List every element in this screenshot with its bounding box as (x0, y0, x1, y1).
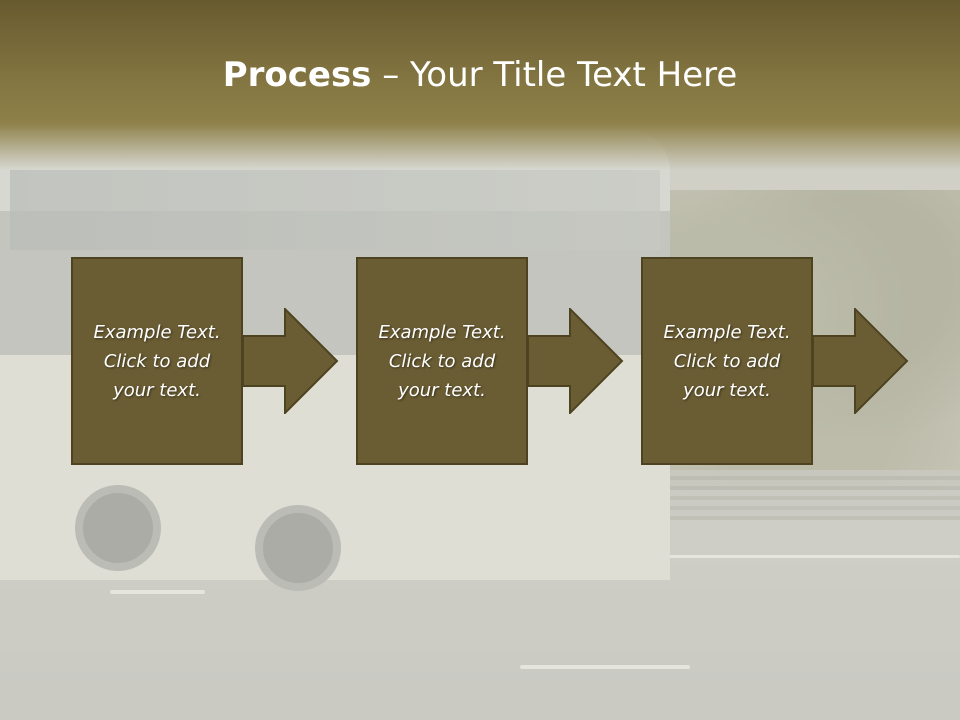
title-bold: Process (222, 55, 372, 95)
slide-title[interactable]: Process – Your Title Text Here (0, 55, 960, 95)
lane-marking (520, 665, 690, 669)
lane-marking (110, 590, 205, 594)
step-1-text: Example Text. Click to add your text. (93, 321, 221, 401)
lane-marking (660, 555, 960, 558)
bus-wheel (75, 485, 161, 571)
arrow-right-icon (528, 308, 624, 414)
process-step-1[interactable]: Example Text. Click to add your text. (71, 257, 243, 465)
arrow-right-icon (813, 308, 909, 414)
arrow-right-icon (243, 308, 339, 414)
bus-window (10, 170, 660, 250)
step-3-text: Example Text. Click to add your text. (663, 321, 791, 401)
bus-wheel (255, 505, 341, 591)
header-band (0, 0, 960, 170)
process-step-2[interactable]: Example Text. Click to add your text. (356, 257, 528, 465)
step-2-text: Example Text. Click to add your text. (378, 321, 506, 401)
process-step-3[interactable]: Example Text. Click to add your text. (641, 257, 813, 465)
guard-rail (650, 470, 960, 520)
title-rest: – Your Title Text Here (371, 55, 738, 95)
